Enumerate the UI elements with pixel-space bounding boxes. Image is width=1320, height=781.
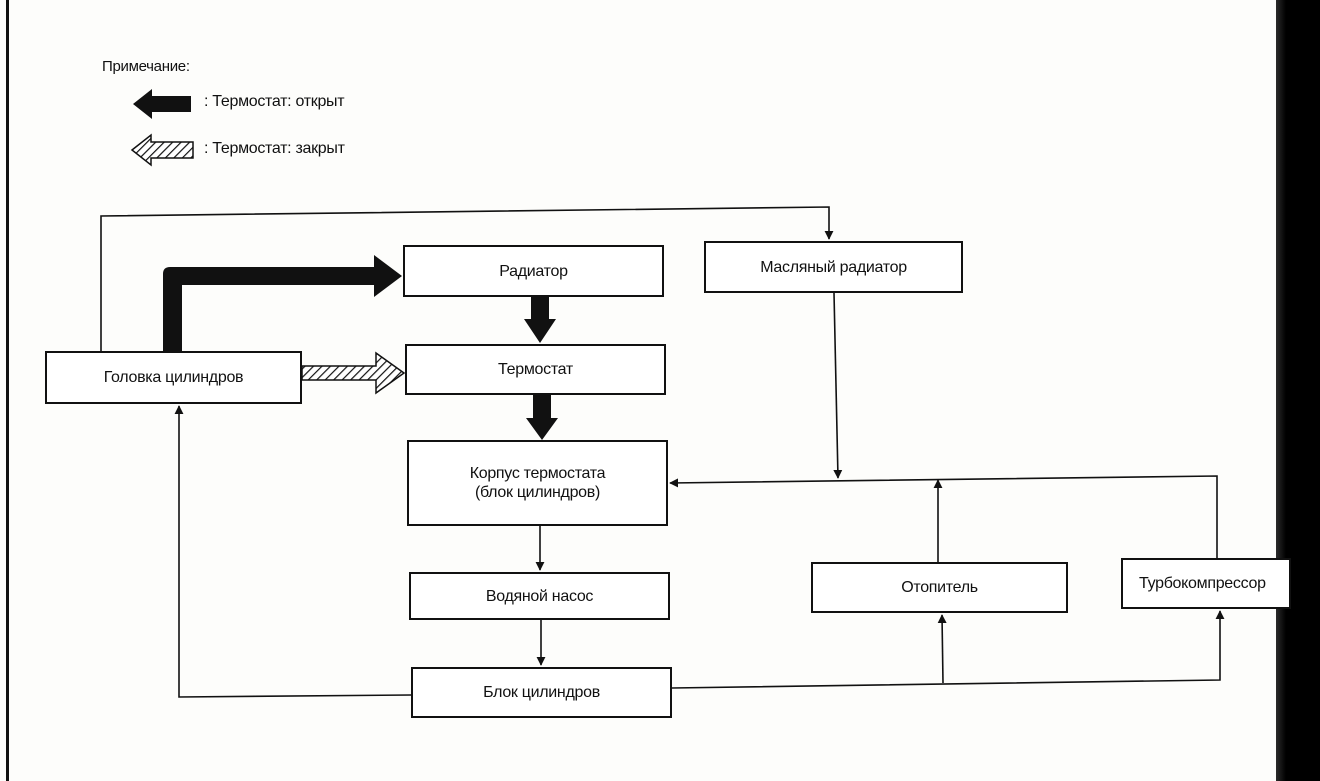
node-turbocharger: Турбокомпрессор [1121,558,1291,609]
hatched-arrow-head-to-thermostat [301,351,406,395]
line-oil-cooler-down [833,292,843,479]
legend-label-open: : Термостат: открыт [204,93,345,110]
line-head-to-oil-cooler [100,206,834,351]
thick-arrow-thermostat-to-housing [526,395,558,440]
node-radiator: Радиатор [403,245,664,297]
node-thermostat-housing: Корпус термостата (блок цилиндров) [407,440,668,526]
line-block-to-head [174,405,412,698]
legend-arrow-closed-icon [130,133,194,167]
thick-arrow-head-to-radiator [163,255,402,351]
legend-arrow-open-icon [133,89,191,119]
page-border [6,0,9,781]
scan-shadow-edge [1276,0,1320,781]
node-oil-cooler: Масляный радиатор [704,241,963,293]
node-cylinder-head: Головка цилиндров [45,351,302,404]
thick-arrow-radiator-to-thermostat [524,297,556,343]
line-block-to-turbo [671,610,1225,689]
legend-label-closed: : Термостат: закрыт [204,140,345,157]
node-water-pump: Водяной насос [409,572,670,620]
node-cylinder-block: Блок цилиндров [411,667,672,718]
node-thermostat: Термостат [405,344,666,395]
legend-title: Примечание: [102,58,190,75]
line-branch-to-heater [937,614,947,684]
node-heater: Отопитель [811,562,1068,613]
line-return-to-housing [669,475,1218,558]
